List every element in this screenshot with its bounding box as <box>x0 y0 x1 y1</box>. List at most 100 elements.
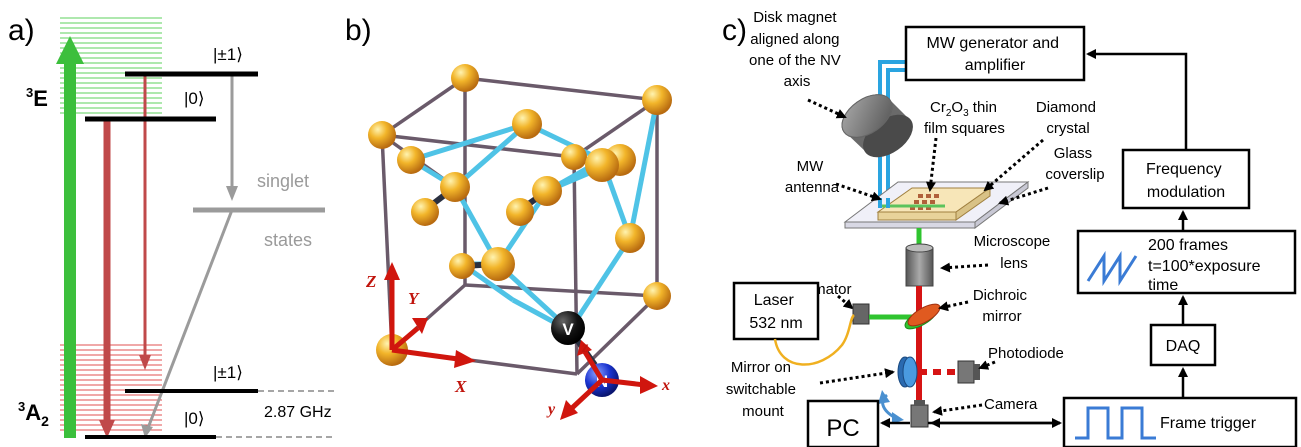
decay-arrowhead-pm1 <box>139 355 151 370</box>
atom <box>506 198 534 226</box>
axis-Y-shaft <box>390 326 420 352</box>
axis-x-head <box>640 376 658 394</box>
atom <box>642 85 672 115</box>
isc-arrowhead <box>226 186 238 201</box>
pc-label: PC <box>826 415 859 442</box>
atom <box>368 121 396 149</box>
frame-trigger-label: Frame trigger <box>1160 415 1257 432</box>
photodiode <box>957 360 980 384</box>
axis-X-label: X <box>454 377 467 396</box>
atom <box>481 247 515 281</box>
freq-mod-label: Frequency modulation <box>1146 161 1226 201</box>
diamond-label: Diamond crystal <box>1036 99 1100 137</box>
level-A2-label: 3A2 <box>18 399 49 429</box>
axis-y-label: y <box>546 401 556 418</box>
microscope-lens-label: Microscope lens <box>974 233 1055 272</box>
photodiode-label: Photodiode <box>988 345 1064 362</box>
carbon-atoms <box>368 64 672 366</box>
axis-Y-label: Y <box>408 289 420 308</box>
singlet-label-line1: singlet <box>257 171 309 191</box>
decay-arrowhead-0 <box>99 420 115 438</box>
freqmod-to-mw-arrow <box>1086 49 1188 150</box>
panel-c-label: c) <box>722 14 747 47</box>
excitation-arrow <box>64 60 76 438</box>
frames-box <box>1076 229 1297 295</box>
atom <box>451 64 479 92</box>
switch-arrowhead-right <box>892 412 904 424</box>
A-0-label: |0⟩ <box>184 409 205 428</box>
vacancy-site <box>551 311 585 345</box>
trigger-pulse-icon <box>1075 406 1156 440</box>
disk-magnet-pointer <box>807 98 847 119</box>
mw-generator-box <box>904 25 1086 82</box>
atom <box>615 223 645 253</box>
camera-pointer <box>932 403 983 416</box>
daq-label: DAQ <box>1166 338 1201 355</box>
axis-x-shaft <box>601 377 646 388</box>
frame-trigger-box <box>1062 396 1298 447</box>
level-E-label: 3E <box>26 85 48 111</box>
glass-label: Glass coverslip <box>1045 145 1104 183</box>
atom <box>643 282 671 310</box>
mirror-switch-label: Mirror on switchable mount <box>726 359 800 420</box>
disk-magnet-label: Disk magnet aligned along one of the NV … <box>749 9 845 90</box>
mw-antenna-label: MW antenna <box>785 158 840 196</box>
cr2o3-squares <box>910 194 939 210</box>
axis-z-head <box>577 340 592 356</box>
mw-generator-label: MW generator and amplifier <box>927 35 1064 74</box>
atom <box>561 144 587 170</box>
panel-c: c) Disk magnet aligned along one of the … <box>722 9 1298 447</box>
sample-stage <box>843 180 1030 230</box>
fiber-cable <box>773 314 855 366</box>
crystal-axes <box>384 262 658 420</box>
camera <box>910 400 929 428</box>
E-0-label: |0⟩ <box>184 89 205 108</box>
switchable-mirror <box>897 356 918 388</box>
axis-x-label: x <box>661 377 670 394</box>
atom <box>449 253 475 279</box>
lens-pointer <box>940 262 989 273</box>
daq-box <box>1149 323 1217 367</box>
panel-a-label: a) <box>8 14 35 47</box>
disk-magnet <box>841 94 913 158</box>
axis-Y-head <box>412 318 428 334</box>
axis-y-head <box>560 400 578 420</box>
axis-z-label: z <box>581 339 589 356</box>
frames-label: 200 frames t=100*exposure time <box>1148 237 1265 294</box>
atom <box>512 109 542 139</box>
atom <box>532 176 562 206</box>
atom <box>585 148 619 182</box>
singlet-label-line2: states <box>264 230 312 250</box>
camera-label: Camera <box>984 396 1038 413</box>
photodiode-pointer <box>978 360 996 370</box>
freq-mod-box <box>1121 148 1251 210</box>
dichroic-pointer <box>938 300 969 312</box>
atom <box>397 146 425 174</box>
microscope-lens <box>905 243 934 287</box>
antenna-pointer <box>835 182 882 202</box>
axis-X-shaft <box>391 347 459 362</box>
panel-b: b) <box>345 14 672 420</box>
cr2o3-pointer <box>925 137 938 192</box>
singlet-decay-arrowhead <box>141 424 153 438</box>
panel-b-label: b) <box>345 14 372 47</box>
glass-pointer <box>998 186 1049 206</box>
laser-box <box>732 281 820 341</box>
axis-Z-head <box>384 262 400 280</box>
diamond-pointer <box>983 138 1044 192</box>
axis-X-head <box>454 350 476 368</box>
switch-arrowhead-up <box>878 390 890 404</box>
dichroic-label: Dichroic mirror <box>973 287 1031 325</box>
axis-y-shaft <box>570 378 604 410</box>
cr2o3-label-line2: film squares <box>924 120 1005 137</box>
singlet-decay-arrow <box>146 209 234 429</box>
atom <box>440 172 470 202</box>
atom <box>411 198 439 226</box>
zero-field-splitting-label: 2.87 GHz <box>264 404 332 421</box>
collimator <box>852 303 870 325</box>
dichroic-mirror <box>904 303 941 330</box>
E-pm1-label: |±1⟩ <box>213 45 243 64</box>
mirror-pointer <box>819 368 895 385</box>
panel-a: a) <box>8 14 335 439</box>
